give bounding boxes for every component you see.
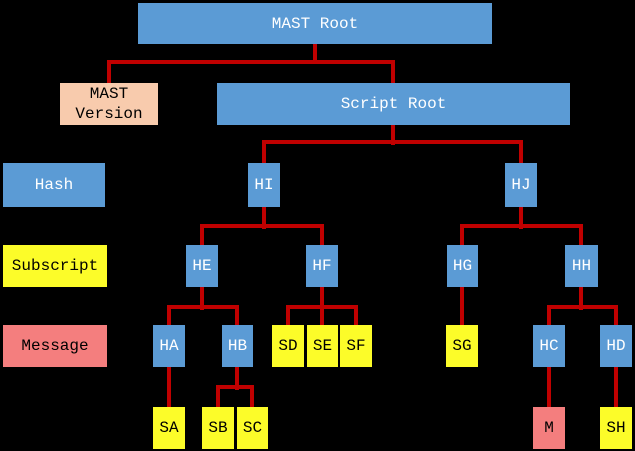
edge-hf-children xyxy=(286,305,358,325)
node-mast-root: MAST Root xyxy=(138,3,492,44)
node-hh: HH xyxy=(565,245,598,287)
edge-mastroot-children xyxy=(107,60,395,83)
node-script-root: Script Root xyxy=(217,83,570,125)
edge-he-children xyxy=(167,305,239,325)
node-hd: HD xyxy=(600,325,632,367)
legend-message: Message xyxy=(3,325,107,367)
node-sg: SG xyxy=(446,325,478,367)
node-sf: SF xyxy=(340,325,372,367)
legend-subscript: Subscript xyxy=(3,245,107,287)
node-sh: SH xyxy=(600,407,632,449)
node-hj: HJ xyxy=(505,163,537,207)
node-he: HE xyxy=(186,245,218,287)
node-ha: HA xyxy=(153,325,185,367)
edge-scriptroot-children xyxy=(262,140,523,163)
node-hg: HG xyxy=(447,245,478,287)
legend-hash: Hash xyxy=(3,163,105,207)
edge-hj-children xyxy=(460,224,583,245)
node-sb: SB xyxy=(202,407,234,449)
node-hi: HI xyxy=(248,163,280,207)
node-hf: HF xyxy=(306,245,338,287)
node-sd: SD xyxy=(272,325,304,367)
node-hb: HB xyxy=(222,325,253,367)
node-sc: SC xyxy=(237,407,268,449)
node-sa: SA xyxy=(153,407,185,449)
node-se: SE xyxy=(307,325,338,367)
node-m: M xyxy=(533,407,565,449)
edge-hi-children xyxy=(200,224,324,245)
node-mast-version: MAST Version xyxy=(60,83,158,125)
edge-hh-children xyxy=(547,305,618,325)
node-hc: HC xyxy=(533,325,565,367)
edge-hb-children xyxy=(216,385,254,407)
